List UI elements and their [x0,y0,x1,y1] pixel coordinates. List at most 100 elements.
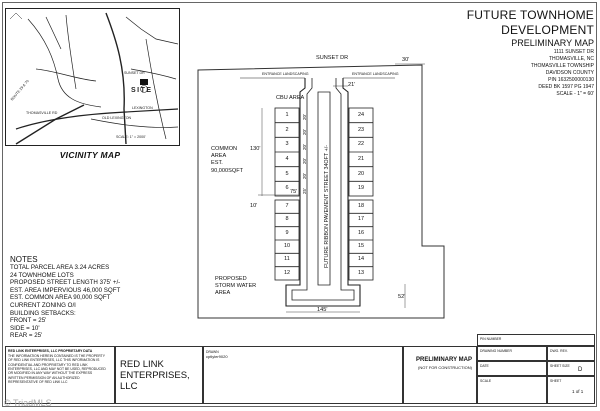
lot-number: 16 [357,229,365,236]
dim-30: 30' [402,57,410,63]
notes-heading: NOTES [10,255,38,264]
note-line: PROPOSED STREET LENGTH 375' +/- [10,279,121,287]
lot-width-3: 20' [302,144,307,150]
lot-number: 4 [285,155,289,162]
right-lot-numbers-top: 24 23 22 21 20 19 [349,108,373,196]
footer-drawn-cell: DRAWN cptlyler9020 [203,346,403,404]
right-lot-numbers-bottom: 18 17 16 15 14 13 [349,200,373,280]
vicinity-old-lexington-label: OLD LEXINGTON [102,116,132,120]
sunset-dr-label: SUNSET DR [316,55,349,61]
dim-75: 75' [290,189,298,195]
lot-number: 3 [285,141,289,148]
title-line-1: FUTURE TOWNHOME [466,8,594,22]
vicinity-map-title: VICINITY MAP [59,150,121,160]
title-block: FUTURE TOWNHOME DEVELOPMENT PRELIMINARY … [424,8,594,98]
lot-number: 1 [285,112,289,118]
lot-number: 2 [285,126,289,133]
title-line-2: DEVELOPMENT [501,23,594,37]
note-line: REAR = 25' [10,332,43,340]
parcel-boundary [197,64,445,319]
notes-list: TOTAL PARCEL AREA 3.24 ACRES 24 TOWNHOME… [10,264,160,340]
vicinity-roads [9,12,179,145]
lot-number: 14 [357,256,365,263]
dim-10: 10' [250,203,258,209]
vicinity-sunset-label: SUNSET DR [124,71,145,75]
lot-number: 11 [284,256,290,263]
note-line: CURRENT ZONING O/I [10,301,76,309]
lot-width-6: 25' [302,188,307,194]
note-line: EST. AREA IMPERVIOUS 46,000 SQFT [10,286,121,294]
lot-number: 5 [285,170,289,177]
vicinity-site-label: SITE [131,87,153,94]
watermark: © TriadMLS [4,398,52,408]
lot-number: 22 [357,141,365,148]
footer-sheet-size-cell: SHEET SIZE D [547,361,595,376]
lot-width-5: 20' [302,173,307,179]
lot-number: 19 [357,185,365,192]
title-line-3: PRELIMINARY MAP [511,38,594,48]
left-lot-numbers-bottom: 7 8 9 10 11 12 [275,200,299,280]
storm-water-label: PROPOSED STORM WATER AREA [215,276,257,297]
title-county: DAVIDSON COUNTY [545,70,594,76]
title-address-1: 1111 SUNSET DR [553,49,594,55]
title-township: THOMASVILLE TOWNSHIP [530,63,594,69]
note-line: BUILDING SETBACKS: [10,309,76,317]
footer-pin-cell: PIN NUMBER [477,334,595,346]
note-line: SIDE = 10' [10,324,40,332]
vicinity-thomasville-label: THOMASVILLE RD [26,111,58,115]
lot-number: 12 [283,269,291,276]
street-inner [291,78,355,301]
footer-sheet-cell: SHEET 1 of 1 [547,376,595,404]
title-scale: SCALE - 1" = 60' [556,91,594,97]
entrance-landscaping-left: ENTRANCE LANDSCAPING [262,72,309,76]
note-line: FRONT = 25' [10,317,47,325]
common-area-label: COMMON AREA EST. 90,000SQFT [211,146,244,174]
footer-company-cell: RED LINK ENTERPRISES, LLC [115,346,203,404]
vicinity-map: SITE SUNSET DR THOMASVILLE RD OLD LEXING… [5,8,180,146]
sheet-border [2,2,597,407]
lot-width-1: 20' [302,114,307,120]
lot-number: 10 [283,242,291,249]
lot-number: 15 [357,242,365,249]
dim-145: 145' [317,307,328,313]
left-lots [274,107,300,281]
note-line: 24 TOWNHOME LOTS [10,271,74,279]
dim-130: 130' [250,146,261,152]
lot-number: 6 [285,185,289,192]
dim-52: 52' [398,294,406,300]
footer-scale-cell: SCALE [477,376,547,404]
lot-width-2: 20' [302,129,307,135]
street-label: FUTURE RIBBON PAVEMENT STREET 34OFT +/- [324,144,330,268]
lot-number: 24 [357,112,365,118]
lot-number: 20 [357,170,365,177]
vicinity-lexington-label: LEXINGTON [132,106,153,110]
lot-number: 18 [357,203,365,209]
lot-number: 7 [285,203,289,209]
street-median [317,91,331,286]
right-lots [348,107,374,281]
company-name: RED LINK ENTERPRISES, LLC [120,359,190,392]
entrance-landscaping-right: ENTRANCE LANDSCAPING [352,72,399,76]
cbu-area-label: CBU AREA [276,95,305,101]
lot-number: 8 [285,216,289,223]
footer-dwg-title-cell: PRELIMINARY MAP (NOT FOR CONSTRUCTION) [403,346,477,404]
lot-number: 9 [285,229,289,236]
footer-drawing-number-cell: DRAWING NUMBER [477,346,547,361]
footer-proprietary-cell: RED LINK ENTERPRISES, LLC PROPRIETARY DA… [5,346,115,404]
lot-number: 17 [357,216,365,223]
note-line: TOTAL PARCEL AREA 3.24 ACRES [10,264,110,271]
title-deed: DEED BK 1597 PG 1947 [538,84,594,90]
footer-date-cell: DATE [477,361,547,376]
lot-number: 13 [357,269,365,276]
footer-title-block: RED LINK ENTERPRISES, LLC PROPRIETARY DA… [5,334,595,404]
footer-dwg-rev-cell: DWG. REV. [547,346,595,361]
note-line: EST. COMMON AREA 90,000 SQFT [10,294,111,302]
lot-number: 23 [357,126,365,133]
vicinity-scale-label: SCALE: 1" = 2000' [116,135,146,139]
dim-21: 21' [348,82,356,88]
title-pin: PIN 1632500000130 [548,77,594,83]
title-address-2: THOMASVILLE, NC [548,56,594,62]
lot-number: 21 [357,155,365,162]
lot-width-4: 20' [302,158,307,164]
